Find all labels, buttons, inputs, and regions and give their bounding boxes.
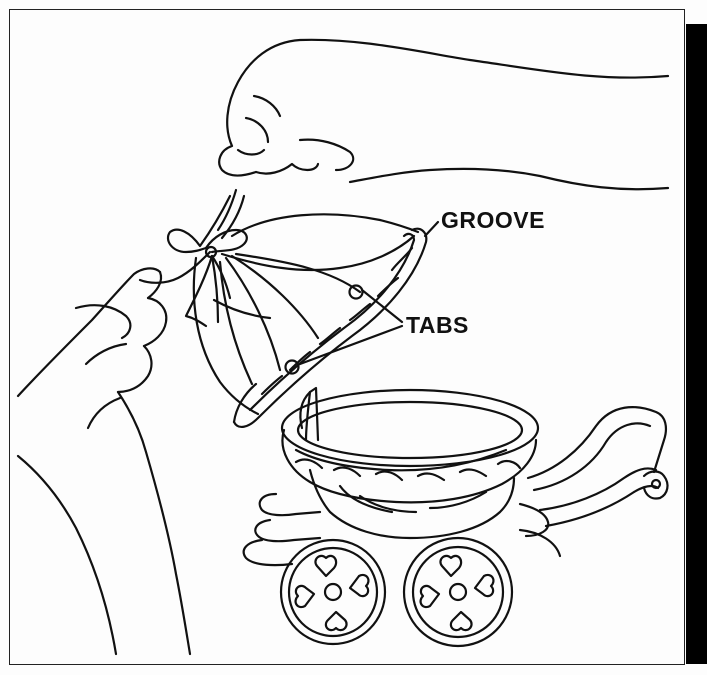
carriage-springs-drawing bbox=[244, 494, 560, 565]
bow-drawing bbox=[140, 190, 247, 326]
left-wheel-drawing bbox=[281, 540, 385, 644]
carriage-basket-drawing bbox=[282, 388, 538, 538]
tabs-label: TABS bbox=[406, 312, 469, 339]
upper-hand-drawing bbox=[219, 40, 668, 189]
left-hand-drawing bbox=[18, 268, 190, 654]
canopy-drawing bbox=[194, 214, 418, 414]
right-wheel-drawing bbox=[404, 538, 512, 646]
groove-label: GROOVE bbox=[441, 207, 545, 234]
carriage-handle-drawing bbox=[528, 407, 667, 526]
